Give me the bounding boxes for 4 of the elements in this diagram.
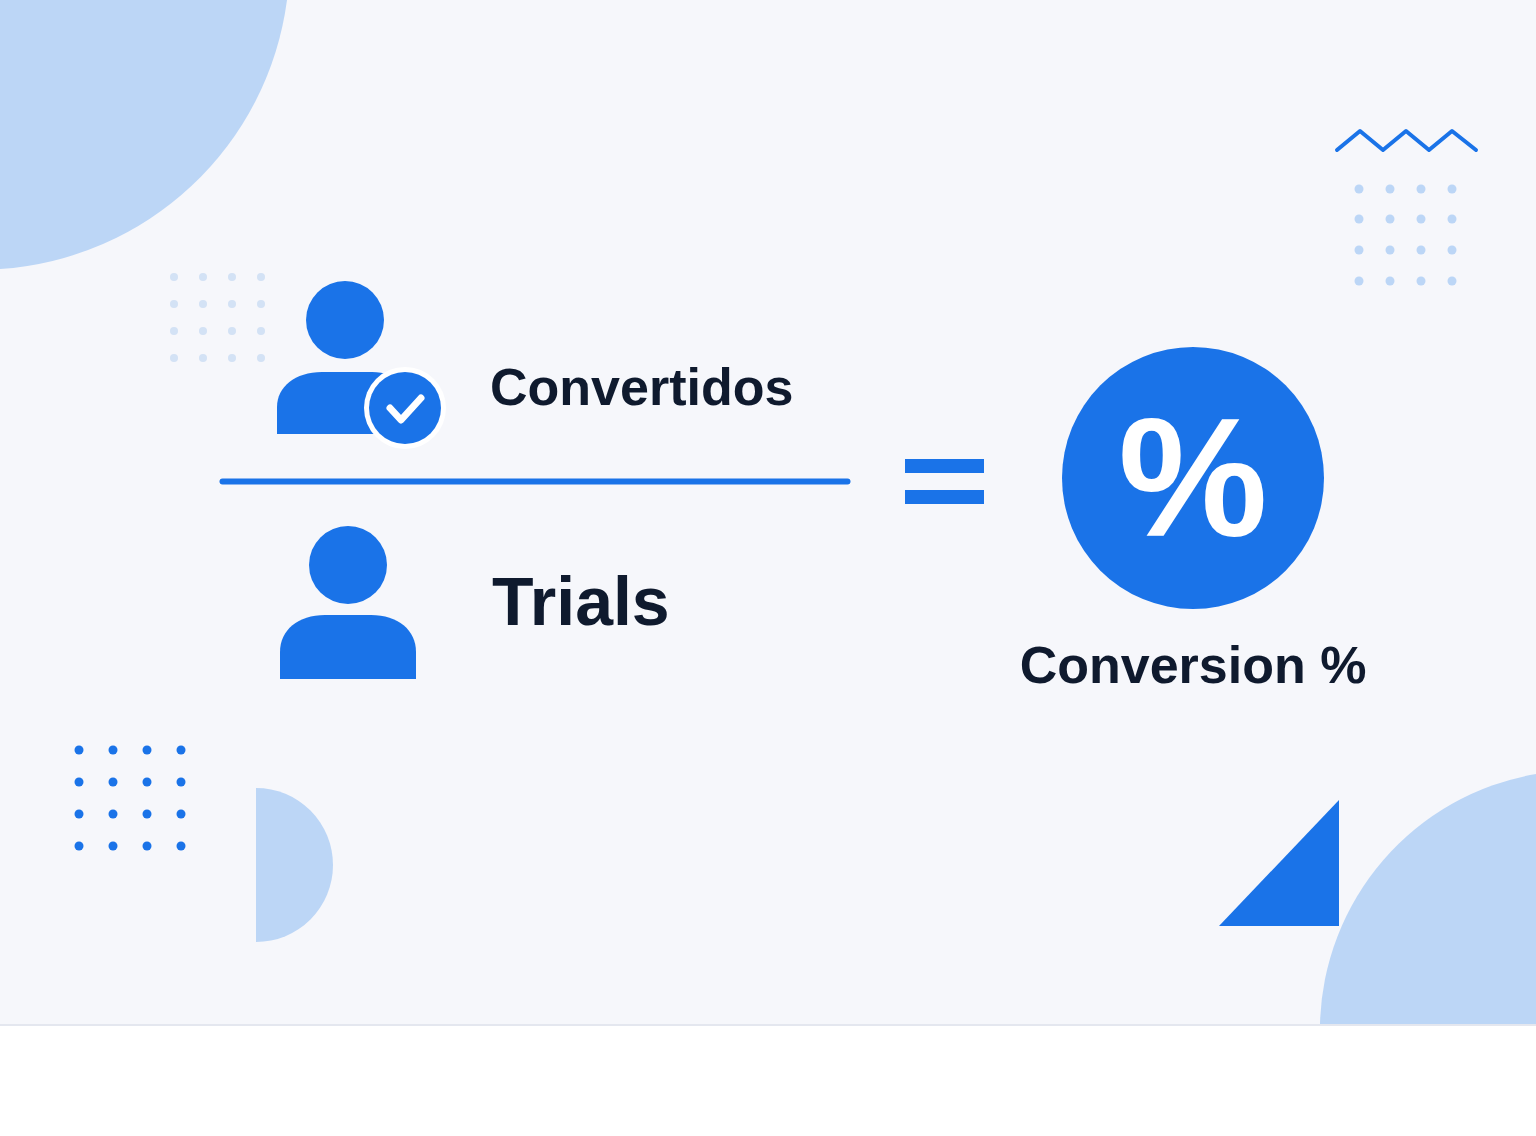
percent-symbol: % bbox=[1118, 394, 1268, 562]
numerator-label: Convertidos bbox=[490, 361, 794, 414]
denominator-label: Trials bbox=[492, 567, 670, 636]
result-label: Conversion % bbox=[1019, 639, 1367, 691]
